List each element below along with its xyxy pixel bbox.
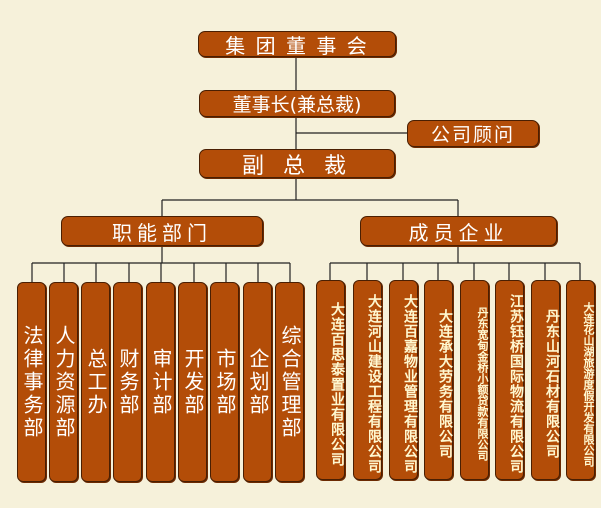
department-box: 综合管理部 [275, 282, 304, 482]
company-label: 大连花山湖旅游度假开发有限公司 [582, 301, 595, 467]
company-box: 大连百思泰置业有限公司 [316, 280, 345, 480]
chairman-box: 董事长(兼总裁) [199, 90, 395, 117]
department-label: 市场部 [213, 347, 237, 417]
department-box: 市场部 [210, 282, 239, 482]
members-header-box: 成员企业 [360, 216, 557, 246]
board-box: 集 团 董 事 会 [198, 31, 396, 58]
department-label: 开发部 [181, 347, 205, 417]
company-box: 大连承大劳务有限公司 [424, 280, 453, 480]
company-label: 大连百嘉物业管理有限公司 [402, 294, 418, 474]
company-box: 大连花山湖旅游度假开发有限公司 [566, 280, 595, 480]
vice-president-box: 副 总 裁 [199, 149, 395, 179]
chairman-label: 董事长(兼总裁) [232, 94, 362, 116]
company-label: 大连河山建设工程有限公司 [366, 294, 382, 474]
department-label: 总工办 [84, 347, 108, 417]
department-label: 审计部 [149, 347, 173, 417]
advisor-label: 公司顾问 [430, 124, 515, 146]
department-box: 总工办 [81, 282, 110, 482]
members-header-label: 成员企业 [408, 220, 509, 245]
company-label: 丹东宽甸金桥小额贷款有限公司 [476, 307, 489, 461]
departments-header-label: 职能部门 [112, 220, 212, 245]
department-label: 人力资源部 [52, 324, 76, 440]
departments-header-box: 职能部门 [61, 216, 263, 246]
department-box: 开发部 [178, 282, 207, 482]
department-box: 人力资源部 [49, 282, 78, 482]
department-box: 审计部 [146, 282, 175, 482]
department-box: 企划部 [243, 282, 272, 482]
board-label: 集 团 董 事 会 [225, 33, 369, 58]
company-box: 丹东山河石材有限公司 [531, 280, 560, 480]
department-label: 综合管理部 [278, 324, 302, 440]
company-box: 江苏钰桥国际物流有限公司 [495, 280, 524, 480]
department-box: 法律事务部 [17, 282, 46, 482]
advisor-box: 公司顾问 [407, 120, 539, 147]
company-label: 大连承大劳务有限公司 [437, 309, 453, 459]
company-label: 大连百思泰置业有限公司 [329, 301, 345, 467]
company-label: 江苏钰桥国际物流有限公司 [508, 294, 524, 474]
company-label: 丹东山河石材有限公司 [544, 309, 560, 459]
department-label: 财务部 [116, 347, 140, 417]
department-label: 企划部 [246, 347, 270, 417]
company-box: 大连河山建设工程有限公司 [353, 280, 382, 480]
company-box: 丹东宽甸金桥小额贷款有限公司 [460, 280, 489, 480]
vice-president-label: 副 总 裁 [242, 153, 352, 179]
department-label: 法律事务部 [20, 324, 44, 440]
company-box: 大连百嘉物业管理有限公司 [389, 280, 418, 480]
department-box: 财务部 [113, 282, 142, 482]
